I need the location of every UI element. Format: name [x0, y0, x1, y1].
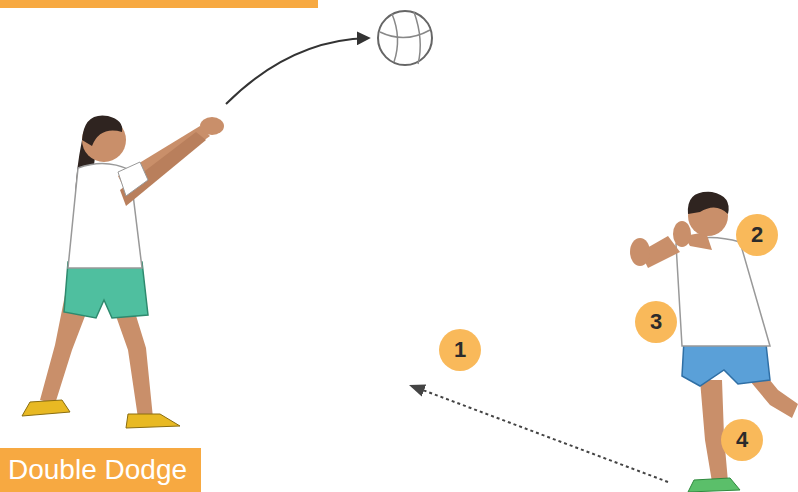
- callout-number: 3: [650, 311, 662, 333]
- callout-number: 2: [751, 224, 763, 246]
- callout-circle: 4: [720, 418, 764, 462]
- catcher-figure: [630, 192, 798, 492]
- callout-circle: 3: [634, 300, 678, 344]
- callout-number: 1: [454, 339, 466, 361]
- top-banner: [0, 0, 318, 8]
- thrower-figure: [22, 116, 224, 429]
- throw-arc: [226, 38, 368, 104]
- title-text: Double Dodge: [8, 456, 187, 484]
- callout-circle: 1: [438, 328, 482, 372]
- callout-number: 4: [736, 429, 748, 451]
- movement-arrow: [412, 386, 668, 482]
- callout-circle: 2: [735, 213, 779, 257]
- ball: [378, 11, 432, 65]
- title-banner: Double Dodge: [0, 448, 201, 492]
